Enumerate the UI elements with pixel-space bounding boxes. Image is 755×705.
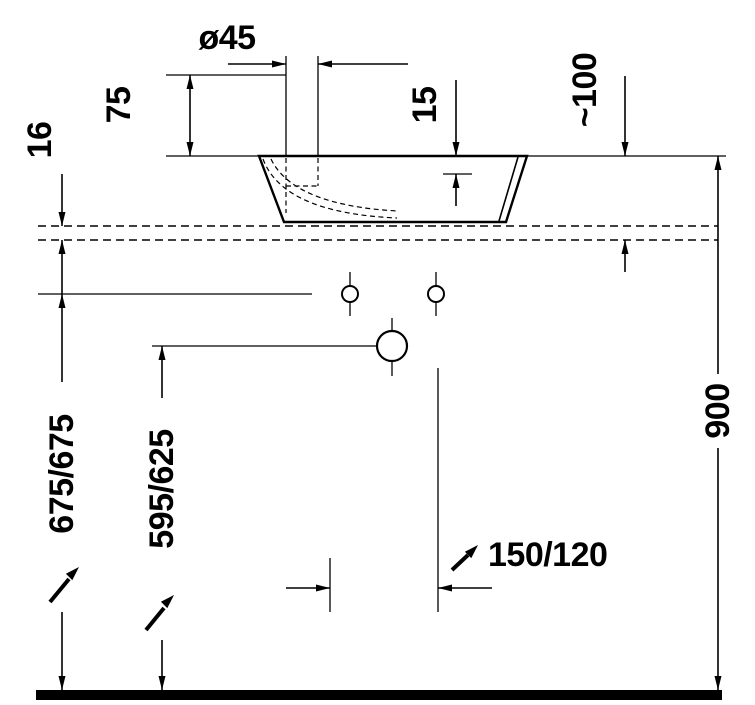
dim-label-675-675: 675/675 (43, 414, 81, 533)
dim-16: 16 (21, 122, 66, 294)
dim-900: 900 (527, 155, 737, 690)
arrow-ne-head (464, 545, 478, 559)
arrowhead-right (316, 584, 330, 592)
dim-75: 75 (100, 74, 286, 157)
arrowhead-down (714, 676, 722, 690)
dim-label-approx-100: ~100 (566, 53, 604, 128)
dim-drain-diameter: ø45 (198, 19, 408, 68)
dim-label-16: 16 (21, 122, 59, 159)
dim-label-900: 900 (699, 383, 737, 438)
drain-hole-circle (375, 329, 409, 363)
basin-inner-bowl-dashed-lower (262, 158, 398, 219)
arrowhead-right (272, 60, 286, 68)
arrow-ne-icon (144, 606, 166, 632)
arrowhead-up (452, 174, 460, 188)
countertop-surface-lines (38, 225, 718, 241)
dim-label-595-625: 595/625 (143, 429, 181, 548)
arrowhead-left (318, 60, 332, 68)
dim-595-625: 595/625 (143, 346, 181, 690)
faucet-hole-left (341, 272, 359, 316)
arrowhead-up (714, 156, 722, 170)
arrowhead-up (186, 75, 194, 89)
arrowhead-down (158, 676, 166, 690)
dim-approx-100: ~100 (566, 53, 629, 272)
basin-outline (257, 154, 529, 224)
basin-profile (257, 154, 529, 224)
arrowhead-up (158, 346, 166, 360)
arrowhead-down (58, 676, 66, 690)
basin-inner-wall-right (498, 156, 519, 222)
dim-label-75: 75 (100, 87, 138, 124)
dim-label-drain-diameter: ø45 (198, 19, 255, 57)
arrow-ne-icon (450, 553, 470, 572)
faucet-hole-circle (341, 285, 359, 303)
dim-150-120: 150/120 (286, 368, 608, 612)
arrowhead-down (58, 212, 66, 226)
dim-label-15: 15 (406, 87, 444, 124)
arrowhead-up (621, 240, 629, 254)
drain-hole (375, 318, 409, 376)
basin-inner-bowl-dashed-upper (270, 158, 398, 212)
arrowhead-down (621, 142, 629, 156)
faucet-hole-right (427, 272, 445, 316)
arrow-ne-head (160, 595, 174, 609)
arrow-ne-icon (48, 577, 71, 604)
dim-675-675: 675/675 (43, 294, 81, 690)
arrowhead-up (58, 294, 66, 308)
drain-extension-lines (285, 56, 319, 156)
arrowhead-up (58, 240, 66, 254)
dim-label-150-120: 150/120 (488, 536, 607, 574)
arrowhead-left (438, 584, 452, 592)
arrowhead-down (452, 142, 460, 156)
arrowhead-down (186, 142, 194, 156)
faucet-hole-circle (427, 285, 445, 303)
dim-15: 15 (406, 80, 472, 206)
arrow-ne-head (65, 567, 79, 581)
floor-line (36, 690, 722, 700)
